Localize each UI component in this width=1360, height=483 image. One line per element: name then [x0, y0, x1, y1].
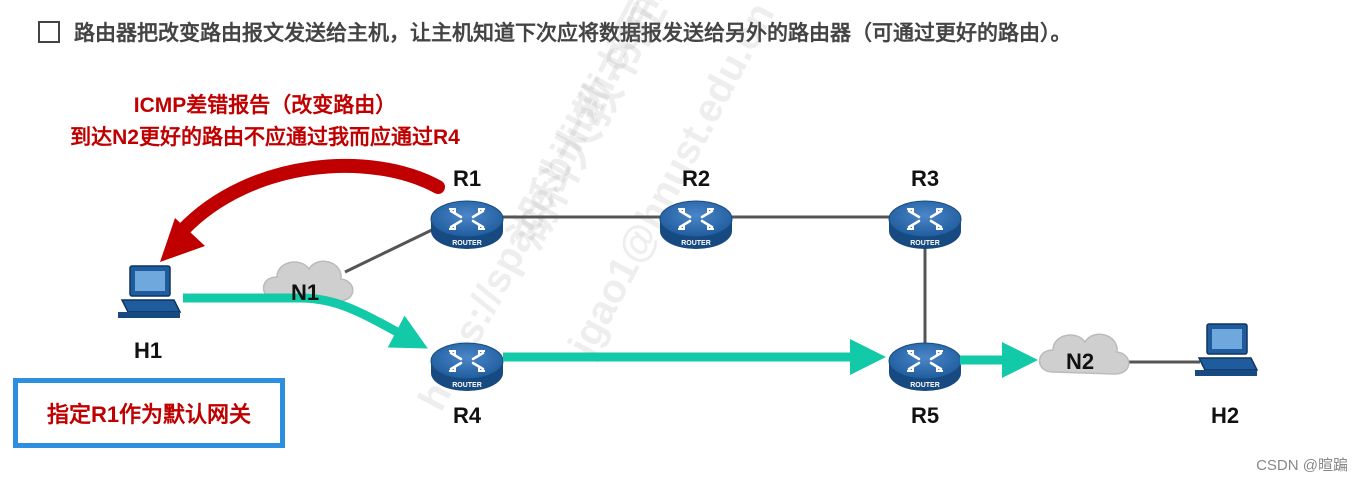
label-n1: N1 [291, 280, 320, 305]
credit: CSDN @暄蹁 [1256, 457, 1348, 474]
label-r4: R4 [452, 403, 482, 428]
router-badge: ROUTER [910, 240, 940, 247]
label-h2: H2 [1210, 403, 1240, 428]
router-badge: ROUTER [452, 240, 482, 247]
icmp-note: ICMP差错报告（改变路由） 到达N2更好的路由不应通过我而应通过R4 [20, 90, 510, 154]
icmp-redirect-arrow [176, 158, 445, 237]
default-gateway-text: 指定R1作为默认网关 [46, 402, 252, 427]
label-r5: R5 [910, 403, 940, 428]
label-r3: R3 [910, 166, 940, 191]
data-path-h1-r4 [183, 293, 428, 349]
heading-text: 路由器把改变路由报文发送给主机，让主机知道下次应将数据报发送给另外的路由器（可通… [74, 22, 1072, 45]
icmp-note-line1: ICMP差错报告（改变路由） [133, 94, 397, 117]
h1-computer-icon [117, 265, 181, 319]
h2-computer-icon [1194, 323, 1258, 377]
label-r2: R2 [681, 166, 711, 191]
default-gateway-note: 指定R1作为默认网关 [13, 378, 285, 448]
checkbox-icon[interactable] [38, 21, 60, 43]
router-badge: ROUTER [681, 240, 711, 247]
link-n1-r1 [344, 226, 437, 274]
label-h1: H1 [133, 338, 163, 363]
router-badge: ROUTER [452, 382, 482, 389]
label-r1: R1 [452, 166, 482, 191]
heading: 路由器把改变路由报文发送给主机，让主机知道下次应将数据报发送给另外的路由器（可通… [38, 14, 1072, 50]
label-n2: N2 [1066, 349, 1095, 374]
icmp-arrowhead-icon [160, 218, 205, 262]
router-badge: ROUTER [910, 382, 940, 389]
icmp-note-line2: 到达N2更好的路由不应通过我而应通过R4 [70, 126, 460, 149]
